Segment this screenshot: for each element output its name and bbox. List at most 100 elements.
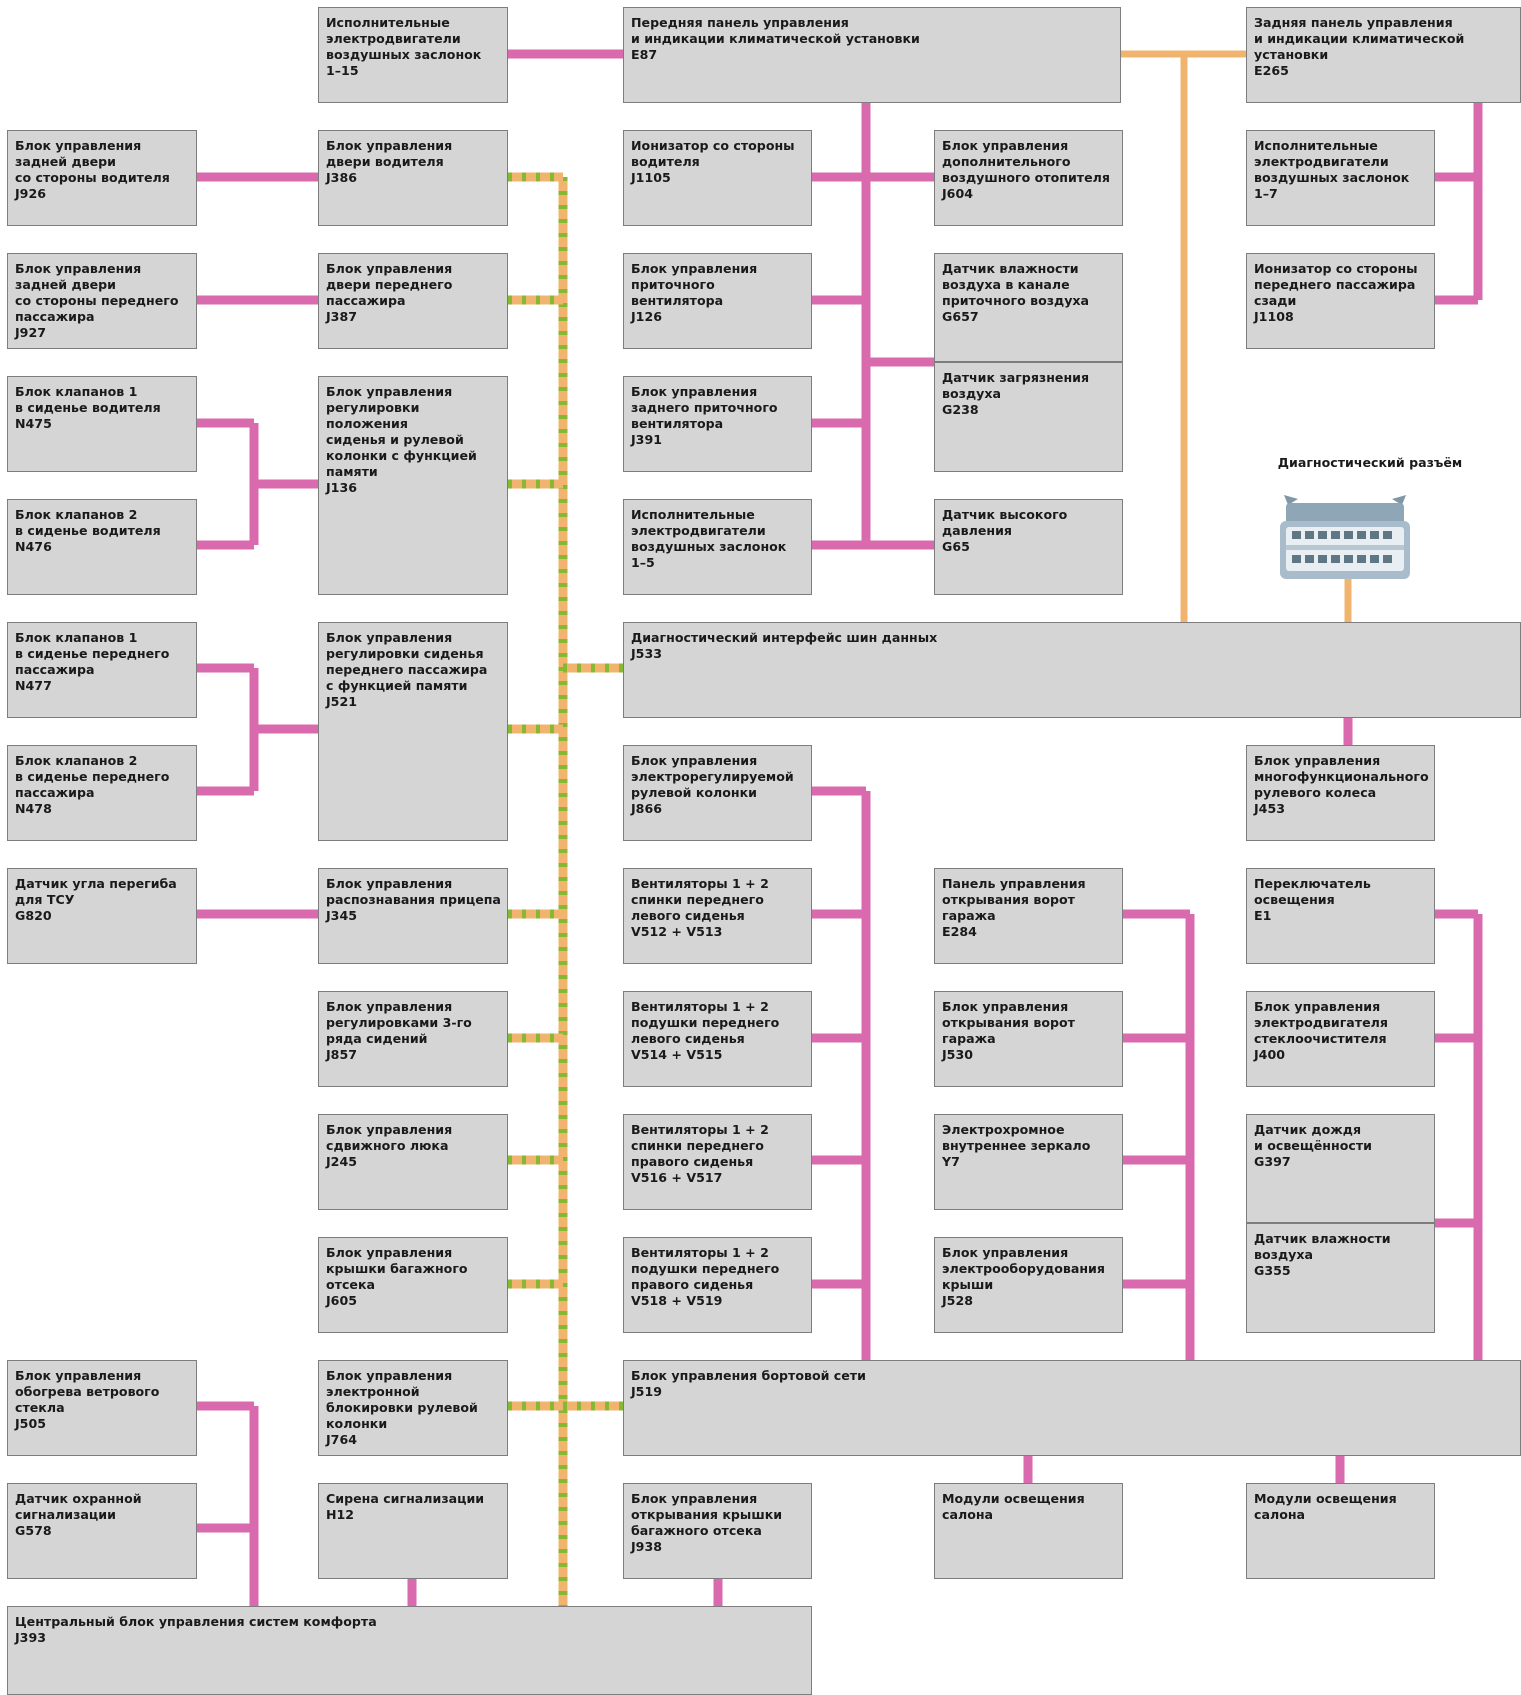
box-label: Блок управления двери водителя J386 xyxy=(326,138,453,185)
humidity-sensor-g355-box: Датчик влажности воздуха G355 xyxy=(1246,1223,1435,1333)
third-row-seats-j857-box: Блок управления регулировками 3-го ряда … xyxy=(318,991,508,1087)
box-label: Исполнительные электродвигатели воздушны… xyxy=(631,507,787,570)
box-label: Блок управления электродвигателя стеклоо… xyxy=(1254,999,1388,1062)
box-label: Блок управления обогрева ветрового стекл… xyxy=(15,1368,160,1431)
box-label: Блок управления открывания ворот гаража … xyxy=(942,999,1075,1062)
rain-light-sensor-g397-box: Датчик дождя и освещённости G397 xyxy=(1246,1114,1435,1223)
box-label: Вентиляторы 1 + 2 спинки переднего право… xyxy=(631,1122,769,1185)
trailer-detection-j345-box: Блок управления распознавания прицепа J3… xyxy=(318,868,508,964)
air-quality-sensor-g238-box: Датчик загрязнения воздуха G238 xyxy=(934,362,1123,472)
box-label: Вентиляторы 1 + 2 спинки переднего левог… xyxy=(631,876,769,939)
actuators-flaps-1-5-box: Исполнительные электродвигатели воздушны… xyxy=(623,499,812,595)
comfort-central-j393-box: Центральный блок управления систем комфо… xyxy=(7,1606,812,1695)
sunroof-j245-box: Блок управления сдвижного люка J245 xyxy=(318,1114,508,1210)
box-label: Блок клапанов 1 в сиденье водителя N475 xyxy=(15,384,161,431)
box-label: Датчик угла перегиба для TCУ G820 xyxy=(15,876,177,923)
box-label: Датчик загрязнения воздуха G238 xyxy=(942,370,1090,417)
box-label: Блок управления регулировки сиденья пере… xyxy=(326,630,488,709)
box-label: Блок управления задней двери со стороны … xyxy=(15,138,170,201)
diagnostic-connector-icon xyxy=(1280,495,1410,579)
box-label: Блок управления приточного вентилятора J… xyxy=(631,261,758,324)
box-label: Модули освещения салона xyxy=(1254,1491,1397,1522)
box-label: Блок управления бортовой сети J519 xyxy=(631,1368,866,1399)
onboard-supply-j519-box: Блок управления бортовой сети J519 xyxy=(623,1360,1521,1456)
fans-v518-v519-box: Вентиляторы 1 + 2 подушки переднего прав… xyxy=(623,1237,812,1333)
fresh-air-blower-j126-box: Блок управления приточного вентилятора J… xyxy=(623,253,812,349)
ionizer-driver-j1105-box: Ионизатор со стороны водителя J1105 xyxy=(623,130,812,226)
rear-door-driver-j926-box: Блок управления задней двери со стороны … xyxy=(7,130,197,226)
box-label: Блок клапанов 1 в сиденье переднего пасс… xyxy=(15,630,170,693)
ionizer-passenger-j1108-box: Ионизатор со стороны переднего пассажира… xyxy=(1246,253,1435,349)
fans-v514-v515-box: Вентиляторы 1 + 2 подушки переднего лево… xyxy=(623,991,812,1087)
box-label: Датчик влажности воздуха G355 xyxy=(1254,1231,1391,1278)
alarm-siren-h12-box: Сирена сигнализации H12 xyxy=(318,1483,508,1579)
box-label: Ионизатор со стороны водителя J1105 xyxy=(631,138,795,185)
aux-heater-j604-box: Блок управления дополнительного воздушно… xyxy=(934,130,1123,226)
interior-light-modules-2-box: Модули освещения салона xyxy=(1246,1483,1435,1579)
box-label: Датчик охранной сигнализации G578 xyxy=(15,1491,142,1538)
box-label: Блок управления сдвижного люка J245 xyxy=(326,1122,453,1169)
box-label: Блок управления открывания крышки багажн… xyxy=(631,1491,783,1554)
gateway-j533-box: Диагностический интерфейс шин данных J53… xyxy=(623,622,1521,718)
box-label: Блок управления регулировки положения си… xyxy=(326,384,477,495)
light-switch-e1-box: Переключатель освещения E1 xyxy=(1246,868,1435,964)
rear-climate-panel-e265-box: Задняя панель управления и индикации кли… xyxy=(1246,7,1521,103)
box-label: Модули освещения салона xyxy=(942,1491,1085,1522)
passenger-seat-memory-j521-box: Блок управления регулировки сиденья пере… xyxy=(318,622,508,841)
driver-door-j386-box: Блок управления двери водителя J386 xyxy=(318,130,508,226)
box-label: Блок управления регулировками 3-го ряда … xyxy=(326,999,472,1062)
steering-column-j866-box: Блок управления электрорегулируемой руле… xyxy=(623,745,812,841)
box-label: Датчик высокого давления G65 xyxy=(942,507,1068,554)
passenger-door-j387-box: Блок управления двери переднего пассажир… xyxy=(318,253,508,349)
box-label: Блок управления двери переднего пассажир… xyxy=(326,261,453,324)
trunk-lid-j605-box: Блок управления крышки багажного отсека … xyxy=(318,1237,508,1333)
box-label: Блок управления задней двери со стороны … xyxy=(15,261,179,340)
trunk-opener-j938-box: Блок управления открывания крышки багажн… xyxy=(623,1483,812,1579)
steering-lock-j764-box: Блок управления электронной блокировки р… xyxy=(318,1360,508,1456)
box-label: Блок управления дополнительного воздушно… xyxy=(942,138,1110,201)
box-label: Электрохромное внутреннее зеркало Y7 xyxy=(942,1122,1091,1169)
box-label: Блок управления распознавания прицепа J3… xyxy=(326,876,501,923)
box-label: Передняя панель управления и индикации к… xyxy=(631,15,920,62)
mf-steering-wheel-j453-box: Блок управления многофункционального рул… xyxy=(1246,745,1435,841)
box-label: Исполнительные электродвигатели воздушны… xyxy=(326,15,482,78)
fans-v512-v513-box: Вентиляторы 1 + 2 спинки переднего левог… xyxy=(623,868,812,964)
box-label: Вентиляторы 1 + 2 подушки переднего прав… xyxy=(631,1245,780,1308)
actuators-flaps-1-7-box: Исполнительные электродвигатели воздушны… xyxy=(1246,130,1435,226)
fans-v516-v517-box: Вентиляторы 1 + 2 спинки переднего право… xyxy=(623,1114,812,1210)
electrochromic-mirror-y7-box: Электрохромное внутреннее зеркало Y7 xyxy=(934,1114,1123,1210)
valve-block-2-driver-n476-box: Блок клапанов 2 в сиденье водителя N476 xyxy=(7,499,197,595)
box-label: Блок клапанов 2 в сиденье переднего пасс… xyxy=(15,753,170,816)
valve-block-2-passenger-n478-box: Блок клапанов 2 в сиденье переднего пасс… xyxy=(7,745,197,841)
box-label: Блок клапанов 2 в сиденье водителя N476 xyxy=(15,507,161,554)
seat-memory-j136-box: Блок управления регулировки положения си… xyxy=(318,376,508,595)
box-label: Сирена сигнализации H12 xyxy=(326,1491,485,1522)
high-pressure-sensor-g65-box: Датчик высокого давления G65 xyxy=(934,499,1123,595)
windscreen-heater-j505-box: Блок управления обогрева ветрового стекл… xyxy=(7,1360,197,1456)
actuators-flaps-1-15-box: Исполнительные электродвигатели воздушны… xyxy=(318,7,508,103)
box-label: Датчик дождя и освещённости G397 xyxy=(1254,1122,1372,1169)
rear-blower-j391-box: Блок управления заднего приточного венти… xyxy=(623,376,812,472)
alarm-sensor-g578-box: Датчик охранной сигнализации G578 xyxy=(7,1483,197,1579)
box-label: Панель управления открывания ворот гараж… xyxy=(942,876,1086,939)
box-label: Блок управления заднего приточного венти… xyxy=(631,384,778,447)
box-label: Вентиляторы 1 + 2 подушки переднего лево… xyxy=(631,999,780,1062)
box-label: Блок управления электрооборудования крыш… xyxy=(942,1245,1105,1308)
diagnostic-connector-label: Диагностический разъём xyxy=(1277,455,1463,470)
interior-light-modules-1-box: Модули освещения салона xyxy=(934,1483,1123,1579)
box-label: Центральный блок управления систем комфо… xyxy=(15,1614,377,1645)
box-label: Исполнительные электродвигатели воздушны… xyxy=(1254,138,1410,201)
roof-electrics-j528-box: Блок управления электрооборудования крыш… xyxy=(934,1237,1123,1333)
box-label: Переключатель освещения E1 xyxy=(1254,876,1371,923)
box-label: Блок управления электронной блокировки р… xyxy=(326,1368,478,1447)
box-label: Блок управления электрорегулируемой руле… xyxy=(631,753,794,816)
valve-block-1-driver-n475-box: Блок клапанов 1 в сиденье водителя N475 xyxy=(7,376,197,472)
rear-door-passenger-j927-box: Блок управления задней двери со стороны … xyxy=(7,253,197,349)
wiper-motor-j400-box: Блок управления электродвигателя стеклоо… xyxy=(1246,991,1435,1087)
valve-block-1-passenger-n477-box: Блок клапанов 1 в сиденье переднего пасс… xyxy=(7,622,197,718)
box-label: Датчик влажности воздуха в канале приточ… xyxy=(942,261,1090,324)
front-climate-panel-e87-box: Передняя панель управления и индикации к… xyxy=(623,7,1121,103)
box-label: Диагностический интерфейс шин данных J53… xyxy=(631,630,938,661)
tcu-angle-sensor-g820-box: Датчик угла перегиба для TCУ G820 xyxy=(7,868,197,964)
box-label: Ионизатор со стороны переднего пассажира… xyxy=(1254,261,1418,324)
